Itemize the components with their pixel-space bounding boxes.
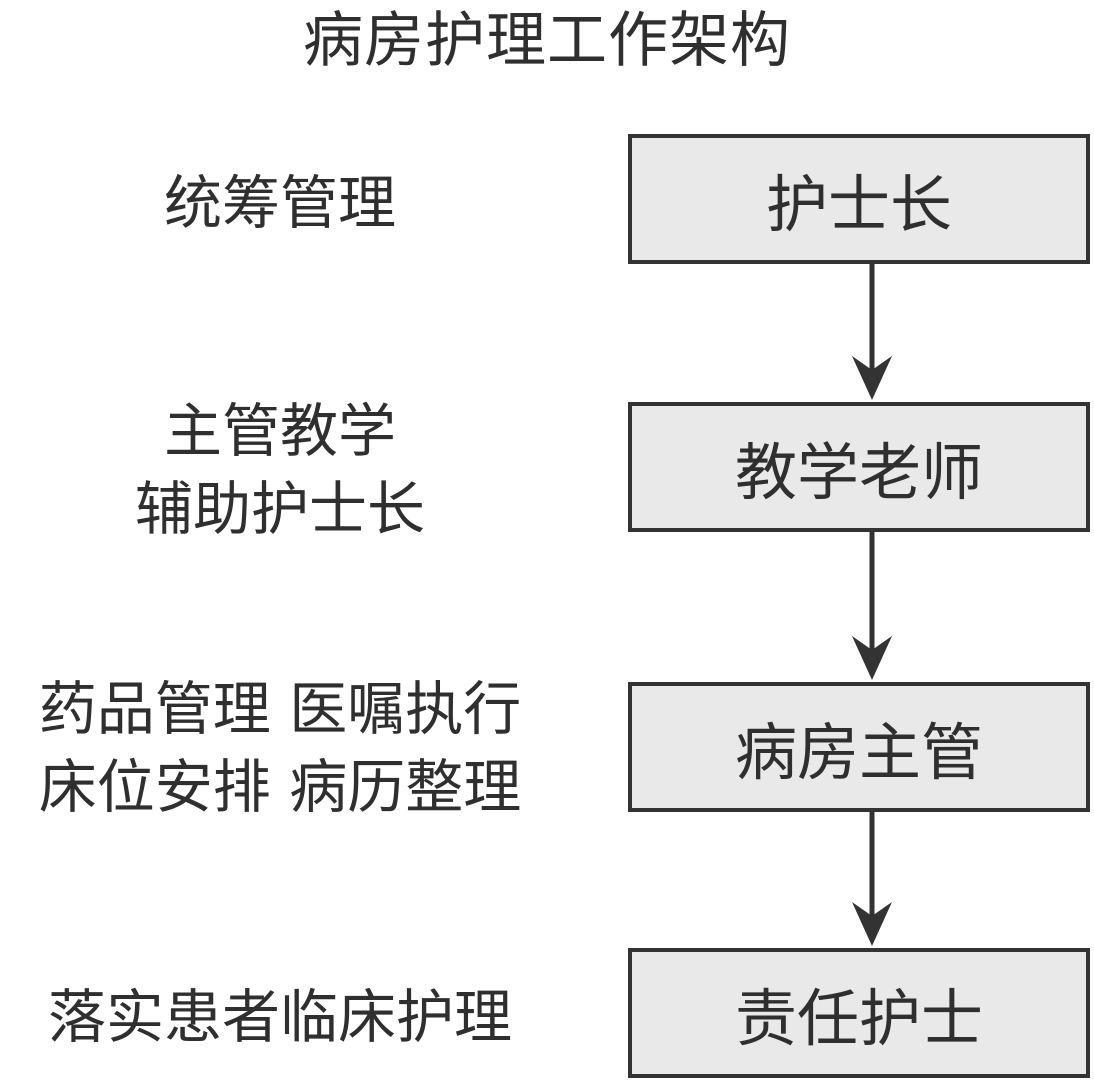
node-responsible-nurse: 责任护士 [628, 948, 1090, 1078]
duty-text: 床位安排 病历整理 [38, 753, 522, 821]
arrow-head-to-teacher [852, 264, 892, 400]
node-teaching-teacher: 教学老师 [628, 402, 1090, 532]
node-head-nurse: 护士长 [628, 134, 1090, 264]
arrow-supervisor-to-nurse [852, 812, 892, 946]
duty-text: 统筹管理 [163, 169, 396, 237]
arrow-teacher-to-supervisor [852, 532, 892, 680]
diagram-title: 病房护理工作架构 [303, 5, 791, 76]
duty-text: 主管教学 [163, 397, 396, 465]
duties-ward-supervisor: 药品管理 医嘱执行 床位安排 病历整理 [0, 668, 560, 828]
duties-responsible-nurse: 落实患者临床护理 [0, 972, 560, 1062]
duty-text: 辅助护士长 [134, 475, 425, 543]
node-ward-supervisor: 病房主管 [628, 682, 1090, 812]
duty-text: 落实患者临床护理 [47, 983, 512, 1051]
duties-teaching-teacher: 主管教学 辅助护士长 [0, 390, 560, 550]
duties-head-nurse: 统筹管理 [0, 158, 560, 248]
duty-text: 药品管理 医嘱执行 [38, 675, 522, 743]
